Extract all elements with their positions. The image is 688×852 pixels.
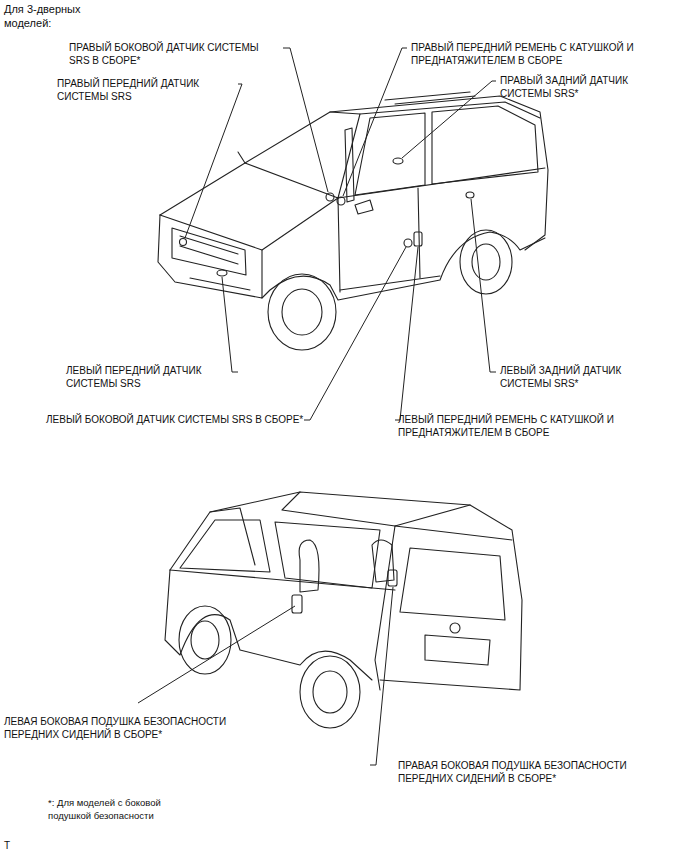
part-label: ПРАВАЯ БОКОВАЯ ПОДУШКА БЕЗОПАСНОСТИ ПЕРЕ… (398, 760, 658, 785)
part-label: ПРАВЫЙ ПЕРЕДНИЙ РЕМЕНЬ С КАТУШКОЙ И ПРЕД… (411, 42, 677, 67)
part-label: ЛЕВЫЙ БОКОВОЙ ДАТЧИК СИСТЕМЫ SRS В СБОРЕ… (46, 414, 305, 427)
footnote: *: Для моделей с боковой подушкой безопа… (48, 797, 188, 822)
part-label: ПРАВЫЙ ЗАДНИЙ ДАТЧИК СИСТЕМЫ SRS* (500, 75, 648, 100)
diagram-title: Для 3-дверных моделей: (4, 2, 100, 30)
part-label: ПРАВЫЙ БОКОВОЙ ДАТЧИК СИСТЕМЫ SRS В СБОР… (69, 42, 281, 67)
part-label: ЛЕВАЯ БОКОВАЯ ПОДУШКА БЕЗОПАСНОСТИ ПЕРЕД… (4, 716, 254, 741)
part-label: ПРАВЫЙ ПЕРЕДНИЙ ДАТЧИК СИСТЕМЫ SRS (57, 78, 241, 103)
page-mark: T (4, 840, 10, 852)
part-label: ЛЕВЫЙ ПЕРЕДНИЙ РЕМЕНЬ С КАТУШКОЙ И ПРЕДН… (398, 414, 634, 439)
part-label: ЛЕВЫЙ ПЕРЕДНИЙ ДАТЧИК СИСТЕМЫ SRS (66, 365, 240, 390)
part-label: ЛЕВЫЙ ЗАДНИЙ ДАТЧИК СИСТЕМЫ SRS* (500, 365, 642, 390)
